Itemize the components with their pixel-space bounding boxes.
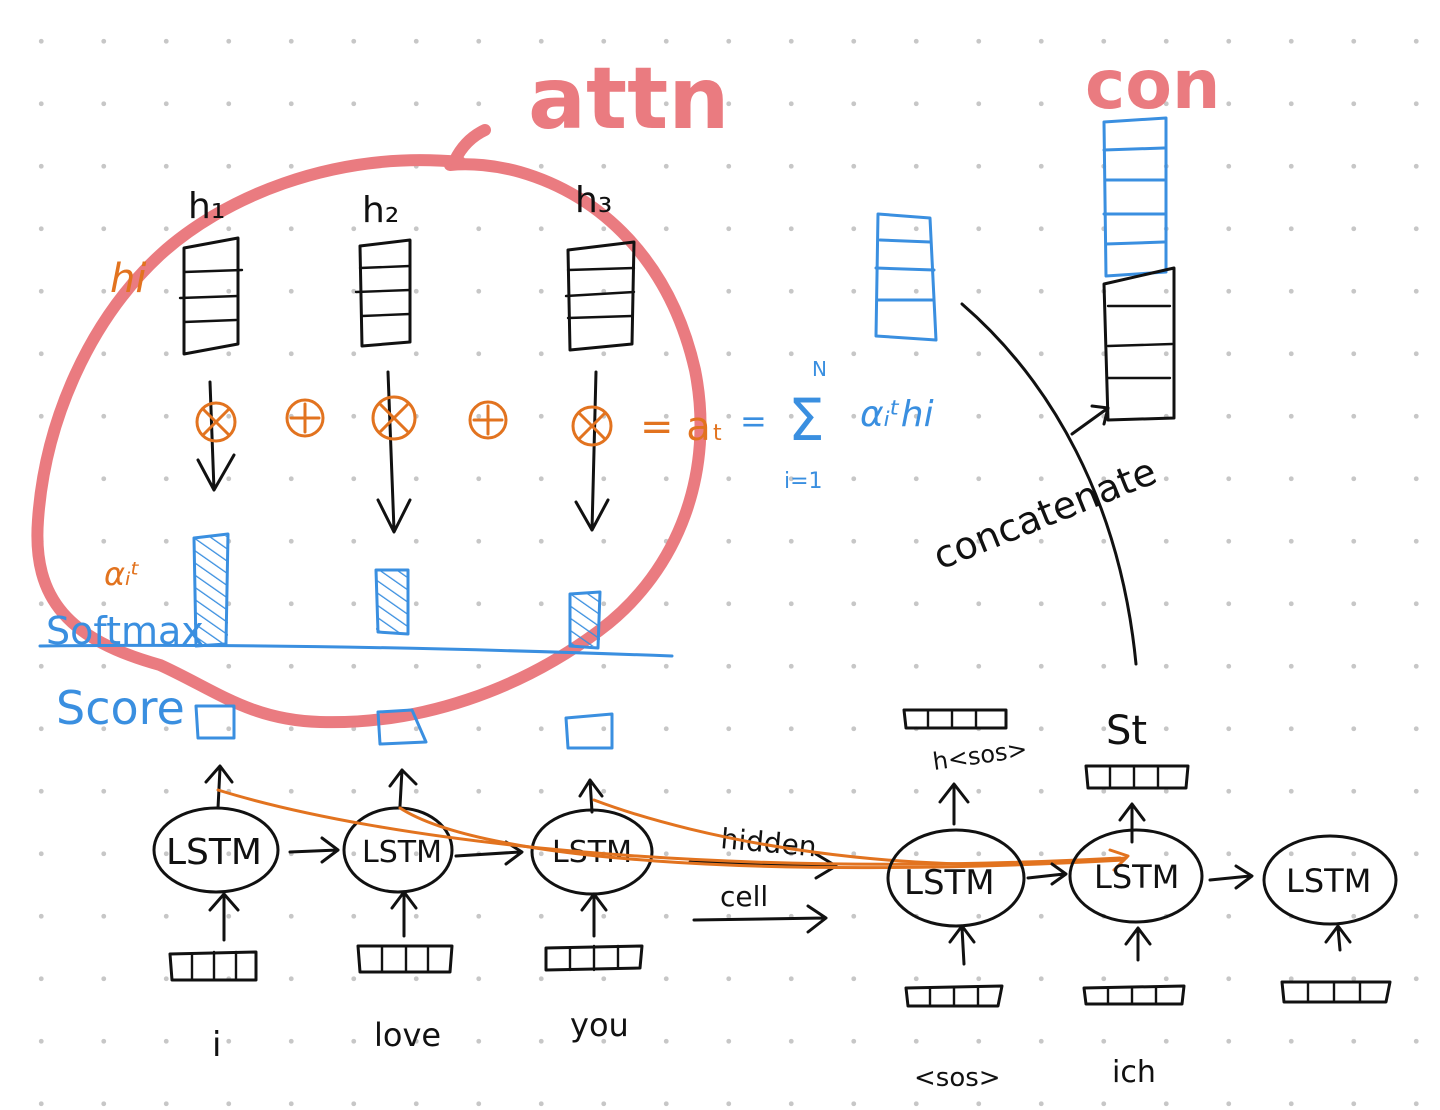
arrow-up-input-1 [208,892,240,942]
score-box-2 [376,708,428,746]
arrow-up-decoder-input-3 [1324,924,1352,952]
arrow-up-score-2 [388,768,418,808]
encoder-lstm-2 [342,806,454,894]
hidden-vector-h3 [564,240,636,352]
alpha-bar-1 [192,532,230,648]
encoder-word-3: you [570,1006,629,1044]
encoder-word-2: love [374,1016,441,1054]
formula-term: αᵢᵗhi [860,394,934,435]
multiply-operator-1 [195,401,237,443]
encoder-word-1: i [212,1025,221,1065]
hidden-arrow [688,852,838,880]
alpha-bar-2 [374,568,410,636]
encoder-lstm-label-1: LSTM [166,832,262,873]
multiply-operator-3 [571,405,613,447]
encoder-lstm-3 [530,808,654,896]
decoder-output-vector-sos [902,708,1008,730]
alpha-label: αᵢᵗ [104,555,140,593]
hidden-vector-h2 [354,238,412,348]
h2-label: h₂ [362,190,399,231]
h1-label: h₁ [188,186,225,227]
attention-circle [31,154,707,729]
concat-arrow [1070,404,1110,436]
multiply-operator-2 [371,395,417,441]
h-sos-label: h<sos> [931,735,1029,776]
attention-arrow-head [1108,848,1130,872]
alpha-bar-3 [568,590,602,650]
decoder-lstm-label-3: LSTM [1286,862,1371,900]
encoder-lstm-1 [152,806,280,894]
arrow-up-decoder-2 [1118,802,1146,844]
encoder-input-vector-3 [544,944,644,972]
attention-line-3 [592,798,1128,866]
decoder-input-vector-2 [1082,984,1186,1006]
hidden-vector-h1 [178,236,244,356]
st-label: St [1106,708,1147,754]
arrow-up-decoder-input-1 [948,924,976,966]
plus-operator-1 [285,398,325,438]
arrow-down-h1 [196,380,236,492]
arrow-up-score-3 [578,778,604,814]
softmax-label: Softmax [46,609,204,653]
h3-label: h₃ [575,180,612,221]
formula-equals: = [740,402,767,440]
concat-divider-curve [960,302,1138,666]
score-box-1 [194,704,236,740]
arrow-up-input-3 [580,892,608,938]
plus-operator-2 [468,400,508,440]
formula-upper: N [812,357,827,381]
arrow-up-decoder-input-2 [1124,926,1152,962]
hidden-label: hidden [719,822,818,863]
decoder-word-1: <sos> [914,1063,1001,1093]
formula-lhs: = a [640,404,711,450]
arrow-decoder-1-2 [1026,862,1068,886]
formula-lower: i=1 [784,469,823,494]
encoder-input-vector-1 [168,950,258,982]
decoder-word-2: ich [1112,1055,1156,1090]
decoder-lstm-1 [886,828,1026,928]
decoder-input-vector-3 [1280,980,1392,1004]
arrow-up-score-1 [204,764,234,810]
decoder-lstm-3 [1262,834,1398,926]
hi-label: hi [110,256,146,302]
decoder-output-vector-st [1084,764,1190,790]
con-label: con [1085,46,1220,125]
attention-line-2 [398,806,1126,870]
cell-arrow [692,904,828,934]
context-vector [874,212,938,342]
concatenate-label: concatenate [927,449,1163,578]
formula-sum: Σ [788,386,825,454]
decoder-lstm-label-1: LSTM [904,863,995,903]
concat-vector-state [1102,266,1176,422]
score-label: Score [56,681,185,735]
concat-vector-context [1102,116,1168,278]
encoder-lstm-label-2: LSTM [362,835,442,870]
decoder-input-vector-1 [904,984,1004,1008]
arrow-decoder-2-3 [1208,864,1254,890]
formula-lhs-sub: t [713,421,722,446]
arrow-down-h3 [574,370,610,532]
decoder-lstm-2 [1068,828,1204,924]
attn-label: attn [528,49,729,149]
attention-circle-tail [449,124,491,166]
decoder-lstm-label-2: LSTM [1094,858,1179,896]
arrow-up-decoder-1 [938,782,970,826]
score-box-3 [564,712,614,750]
softmax-baseline [38,643,674,658]
cell-label: cell [720,880,768,913]
encoder-input-vector-2 [356,944,454,974]
arrow-up-input-2 [390,890,418,938]
arrow-lstm-1-2 [288,836,340,864]
